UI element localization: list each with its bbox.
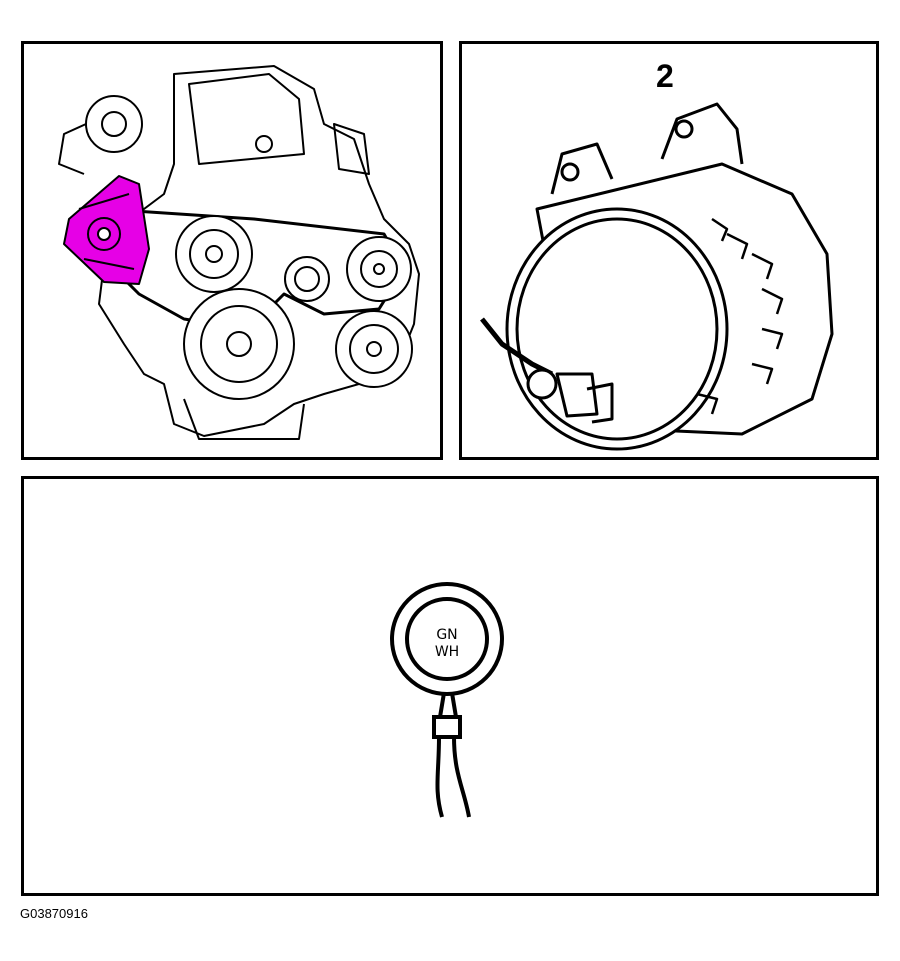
ring-terminal-outer xyxy=(390,582,504,696)
connector-drawing: GN WH xyxy=(390,582,504,818)
turbocharger xyxy=(85,95,143,153)
pulley-tensioner xyxy=(284,256,330,302)
wire-color-line2: WH xyxy=(435,644,459,660)
crimp-sleeve xyxy=(432,715,462,739)
generator-drawing xyxy=(480,102,834,451)
mounting-ear-right xyxy=(660,102,744,165)
drive-belt xyxy=(102,207,406,331)
connector-panel: GN WH xyxy=(21,476,879,896)
wire-left xyxy=(435,736,444,818)
terminal-nut xyxy=(526,368,558,400)
cooling-slots xyxy=(696,217,784,415)
callout-number: 2 xyxy=(656,58,674,94)
engine-drawing xyxy=(58,65,420,440)
figure-code: G03870916 xyxy=(20,906,88,921)
generator-detail-panel: 2 xyxy=(459,41,879,460)
generator-face xyxy=(505,207,729,451)
wire-color-line1: GN xyxy=(436,627,457,643)
pulley-lower-right xyxy=(335,310,413,388)
mounting-ear-left xyxy=(550,142,614,195)
pulley-upper xyxy=(175,215,253,293)
crankshaft-pulley xyxy=(183,288,295,400)
pulley-right xyxy=(346,236,412,302)
ring-terminal-inner xyxy=(405,597,489,681)
engine-view-panel xyxy=(21,41,443,460)
wire-right xyxy=(452,736,471,818)
connector-plug xyxy=(555,372,599,418)
